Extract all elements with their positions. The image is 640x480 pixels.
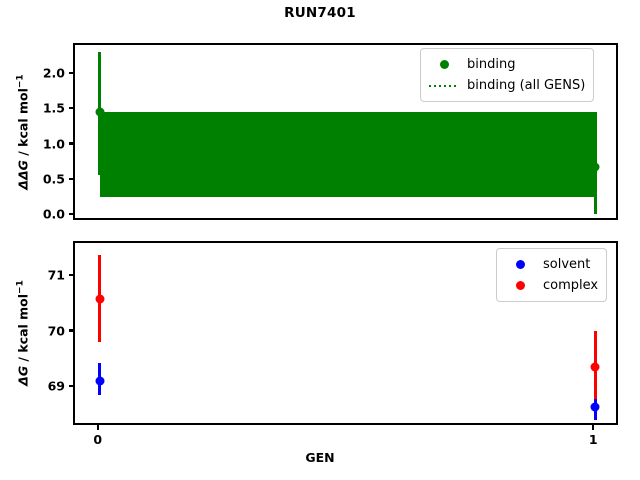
x-axis-label: GEN xyxy=(305,450,335,465)
binding-all-gens-band xyxy=(99,112,596,198)
y-top-tick-label: 1.5 xyxy=(42,100,65,116)
y-bottom-tick xyxy=(69,329,74,332)
ylabel-text-bottom: ΔG / kcal mol−1 xyxy=(15,280,31,386)
legend-dotted-line-icon xyxy=(429,84,459,87)
y-top-tick xyxy=(69,71,74,74)
legend-key-line xyxy=(427,84,461,87)
plot-area-bottom xyxy=(75,243,616,423)
y-top-tick xyxy=(69,107,74,110)
y-bottom-tick xyxy=(69,274,74,277)
legend-label: solvent xyxy=(543,257,591,272)
complex-data-point xyxy=(95,294,105,304)
y-top-tick-label: 0.0 xyxy=(42,206,65,222)
legend-marker-circle-icon xyxy=(515,260,525,269)
y-bottom-tick-label: 71 xyxy=(47,267,65,283)
figure-title: RUN7401 xyxy=(284,5,356,21)
legend-key-marker xyxy=(503,260,537,269)
y-bottom-tick xyxy=(69,384,74,387)
binding-data-point xyxy=(590,162,600,172)
x-tick-label: 0 xyxy=(93,432,103,447)
legend-bottom-item[interactable]: solvent xyxy=(503,254,598,275)
x-tick-label: 1 xyxy=(588,432,598,447)
solvent-data-point xyxy=(590,402,600,412)
legend-label: complex xyxy=(543,278,599,293)
binding-data-point xyxy=(95,107,105,117)
legend-bottom-item[interactable]: complex xyxy=(503,275,598,296)
legend-key-marker xyxy=(427,60,461,69)
y-top-tick-label: 0.5 xyxy=(42,171,65,187)
y-bottom-tick-label: 70 xyxy=(47,323,65,338)
legend-bottom[interactable]: solvent complex xyxy=(496,248,608,302)
y-top-tick-label: 1.0 xyxy=(42,136,65,152)
legend-marker-circle-icon xyxy=(439,60,449,69)
legend-marker-circle-icon xyxy=(515,281,525,290)
y-top-tick-label: 2.0 xyxy=(42,65,65,81)
y-top-tick xyxy=(69,142,74,145)
y-top-tick xyxy=(69,177,74,181)
y-bottom-tick-label: 69 xyxy=(47,378,65,394)
legend-label: binding (all GENS) xyxy=(467,78,586,93)
plot-area-top xyxy=(75,45,616,218)
legend-label: binding xyxy=(467,57,516,72)
legend-top[interactable]: binding binding (all GENS) xyxy=(420,48,595,102)
complex-data-point xyxy=(590,362,600,372)
legend-top-item[interactable]: binding xyxy=(427,54,585,75)
solvent-data-point xyxy=(95,376,105,386)
y-top-tick xyxy=(69,213,74,216)
legend-top-item[interactable]: binding (all GENS) xyxy=(427,75,585,96)
x-tick xyxy=(592,425,595,430)
legend-key-marker xyxy=(503,281,537,290)
ylabel-text-top: ΔΔG / kcal mol−1 xyxy=(15,73,31,190)
x-tick xyxy=(96,425,99,430)
